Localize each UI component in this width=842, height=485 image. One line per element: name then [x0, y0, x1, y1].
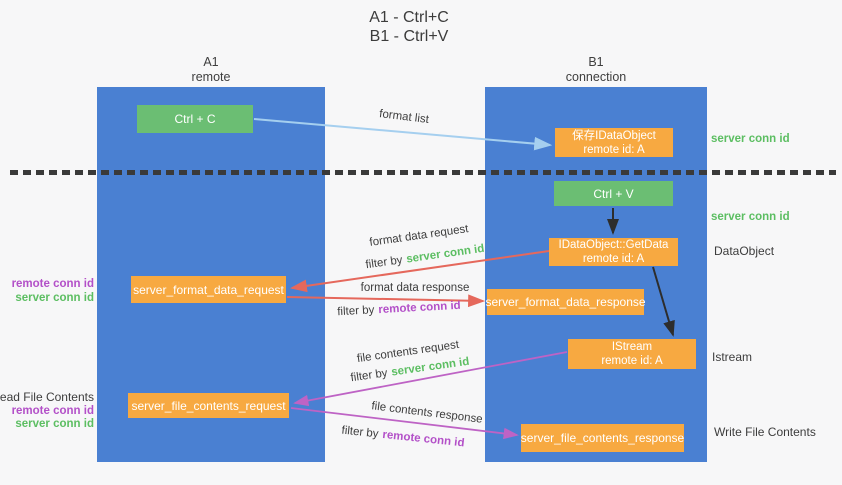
arrow-file-contents-request	[293, 351, 568, 407]
divider-dashed-line	[10, 170, 836, 175]
arrow-format-data-request	[289, 250, 550, 293]
annotation-server-conn-id-2: server conn id	[15, 418, 94, 430]
node-save-idataobject-line1: 保存IDataObject	[572, 129, 656, 142]
node-ctrl-v-label: Ctrl + V	[593, 186, 634, 201]
node-server-format-data-request: server_format_data_request	[131, 276, 286, 303]
annotation-write-file-contents: Write File Contents	[714, 425, 816, 439]
lifeline-a1-header: A1 remote	[151, 55, 271, 85]
arrow-getdata-to-istream	[652, 266, 675, 337]
node-server-format-data-response: server_format_data_response	[485, 289, 646, 315]
annotation-block-conn-ids-1: remote conn id server conn id	[12, 278, 94, 305]
lifeline-b1-header: B1 connection	[536, 55, 656, 85]
annotation-server-conn-id-top: server conn id	[711, 133, 790, 145]
node-istream-line2: remote id: A	[601, 355, 663, 367]
node-idataobject-getdata-line1: IDataObject::GetData	[558, 239, 669, 251]
node-istream-line1: IStream	[611, 341, 653, 353]
node-server-format-data-request-label: server_format_data_request	[133, 282, 284, 297]
diagram-title: A1 - Ctrl+C B1 - Ctrl+V	[0, 8, 818, 46]
annotation-istream: Istream	[712, 350, 753, 364]
arrow-format-list	[253, 118, 553, 151]
annotation-remote-conn-id-1: remote conn id	[11, 278, 94, 290]
filter-by-text: filter by	[337, 304, 375, 319]
node-server-file-contents-request-label: server_file_contents_request	[131, 398, 286, 413]
node-istream: IStream remote id: A	[568, 339, 696, 369]
lifeline-b1-name: B1	[588, 55, 604, 69]
label-format-data-response: format data response	[360, 282, 470, 294]
annotation-server-conn-id-1: server conn id	[15, 291, 94, 304]
node-ctrl-c: Ctrl + C	[137, 105, 253, 133]
node-save-idataobject: 保存IDataObject remote id: A	[555, 128, 673, 157]
annotation-remote-conn-id-2: remote conn id	[11, 405, 94, 417]
annotation-dataobject: DataObject	[714, 244, 775, 258]
lifeline-a1-name: A1	[203, 55, 219, 69]
annotation-block-read-file: Read File Contents remote conn id server…	[0, 390, 94, 431]
lifeline-b1-role: connection	[565, 70, 627, 84]
node-server-file-contents-response-label: server_file_contents_response	[520, 431, 685, 445]
node-ctrl-v: Ctrl + V	[554, 181, 673, 206]
annotation-read-file-contents: Read File Contents	[0, 390, 94, 404]
node-server-file-contents-request: server_file_contents_request	[128, 393, 289, 418]
node-idataobject-getdata: IDataObject::GetData remote id: A	[549, 238, 678, 266]
node-server-format-data-response-label: server_format_data_response	[485, 295, 646, 309]
node-ctrl-c-label: Ctrl + C	[174, 112, 216, 126]
arrow-format-data-response	[286, 294, 486, 308]
arrow-file-contents-response	[290, 407, 519, 440]
node-save-idataobject-line2: remote id: A	[583, 143, 645, 156]
annotation-server-conn-id-mid: server conn id	[711, 211, 790, 223]
node-idataobject-getdata-line2: remote id: A	[582, 253, 645, 265]
lifeline-a1-role: remote	[191, 70, 231, 84]
node-server-file-contents-response: server_file_contents_response	[521, 424, 684, 452]
title-line-2: B1 - Ctrl+V	[369, 28, 449, 45]
title-line-1: A1 - Ctrl+C	[369, 9, 449, 26]
